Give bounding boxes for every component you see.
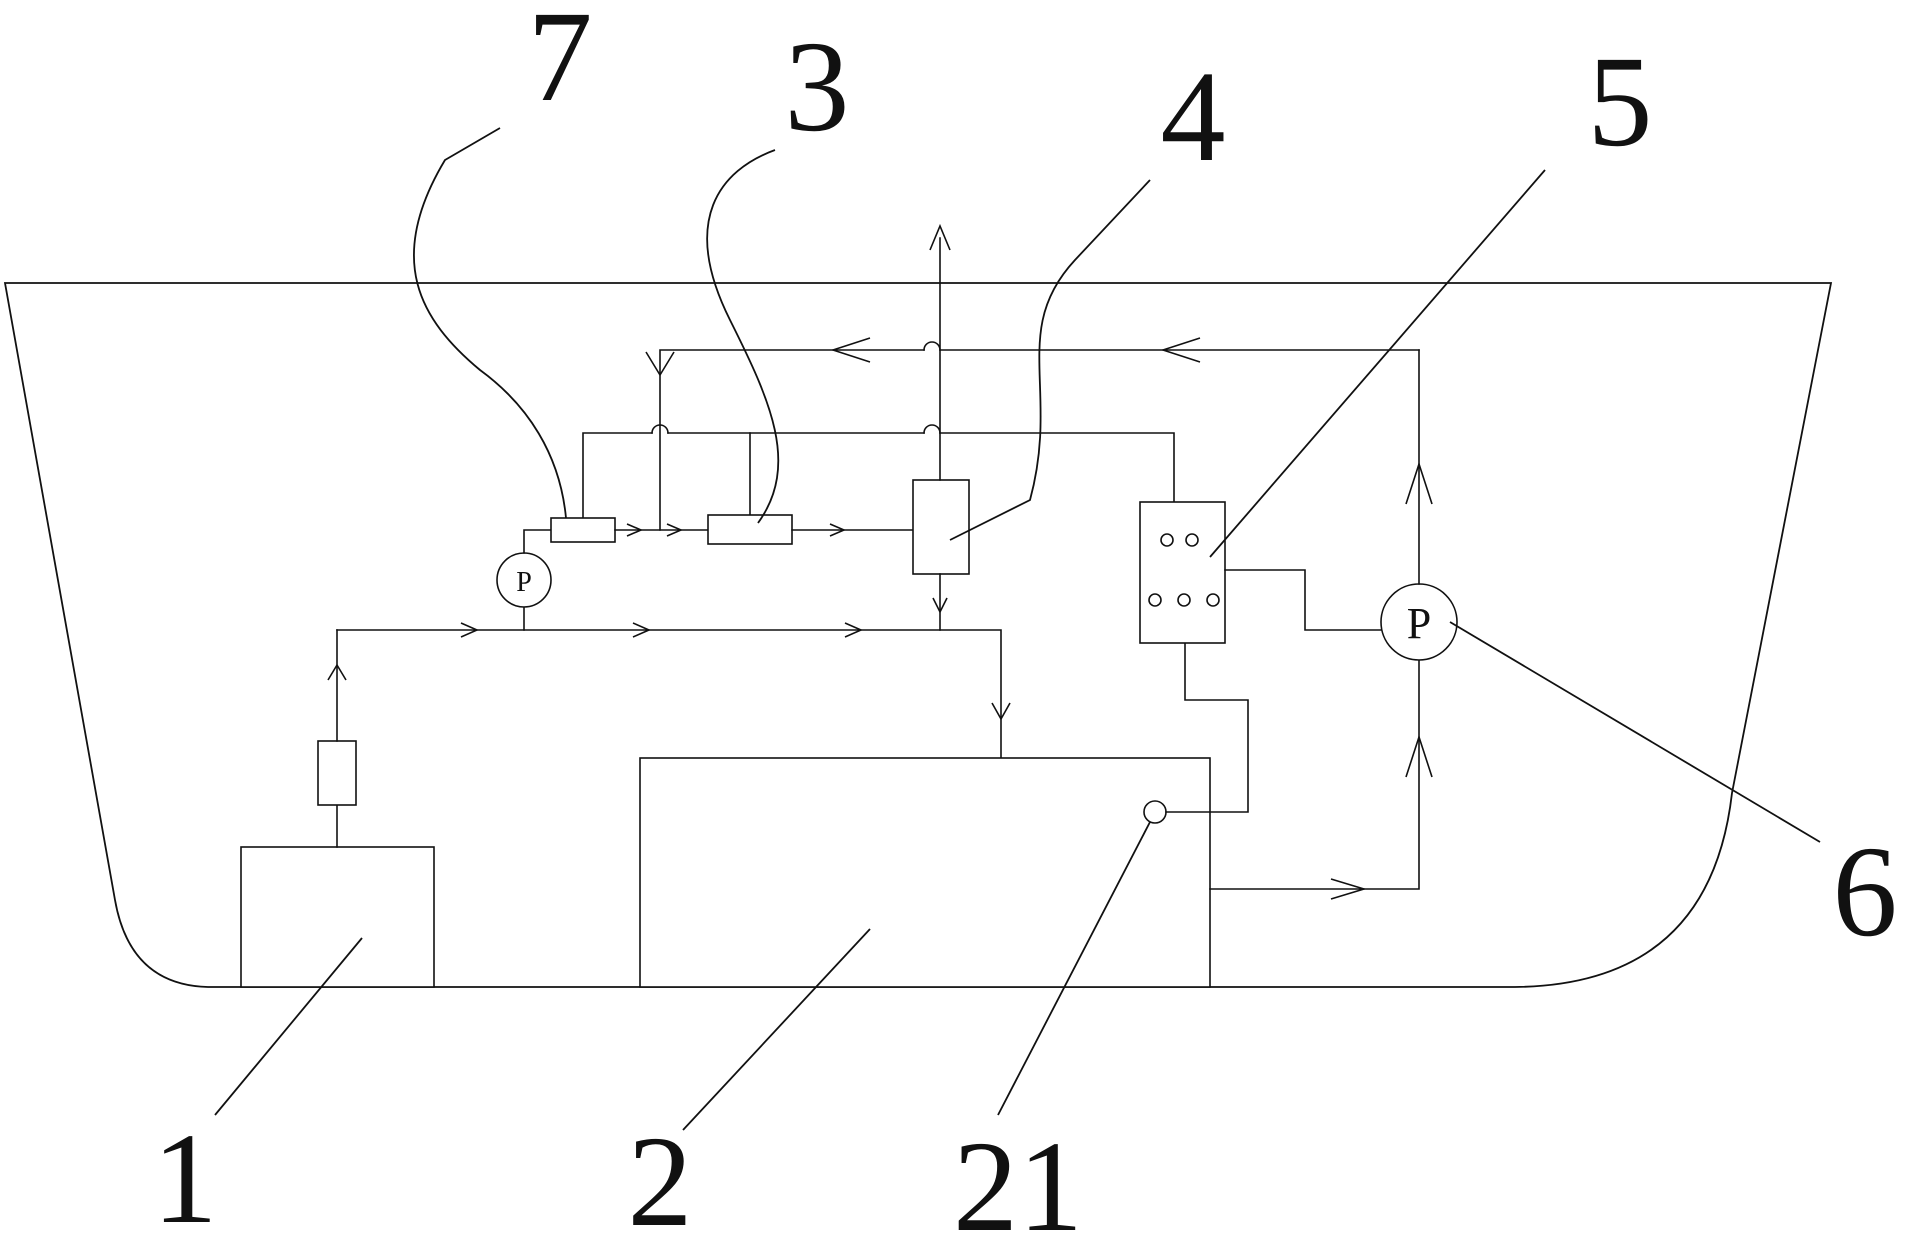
callout-5: 5 (1588, 30, 1653, 174)
arrow-3-to-4 (829, 523, 847, 537)
hull-outline (3, 282, 1833, 988)
callout-21: 21 (953, 1115, 1083, 1243)
arrow-up-pump6 (1405, 461, 1433, 505)
component-4-box (912, 479, 970, 575)
leader-7 (412, 127, 567, 519)
controller-5-box (1139, 501, 1226, 644)
controller-led-2 (1185, 533, 1199, 547)
controller-led-1 (1160, 533, 1174, 547)
controller-to-pump6 (1224, 569, 1382, 631)
arrow-return-down (645, 351, 675, 377)
pump-6-label: P (1407, 599, 1431, 648)
leader-3 (706, 149, 780, 524)
sensor-21 (1143, 800, 1167, 824)
component-3-box (707, 514, 793, 545)
leader-5 (1209, 169, 1546, 558)
return-line-hop (923, 341, 941, 351)
callout-1: 1 (153, 1107, 218, 1243)
arrow-up-unit1 (327, 663, 347, 681)
arrow-7-a (626, 523, 644, 537)
controller-led-4 (1177, 593, 1191, 607)
arrow-down-component4 (932, 597, 948, 614)
manifold-hop-1 (651, 424, 669, 434)
callout-6: 6 (1833, 820, 1898, 964)
arrow-feed-1 (460, 622, 479, 638)
manifold-line-left (582, 432, 653, 519)
controller-led-3 (1148, 593, 1162, 607)
arrow-up-exhaust (929, 223, 951, 251)
manifold-line-right (939, 432, 1175, 503)
leader-1 (214, 937, 363, 1116)
arrow-outlet-right (1330, 878, 1367, 900)
arrow-down-tank (991, 702, 1011, 721)
controller-led-5 (1206, 593, 1220, 607)
sensor-21-line (1165, 642, 1249, 813)
small-pump-outlet (523, 529, 552, 554)
arrow-7-b (666, 523, 684, 537)
small-pump-label: P (516, 567, 532, 598)
main-feed-line (336, 629, 1002, 759)
tank-2-box (639, 757, 1211, 988)
arrow-feed-2 (632, 622, 651, 638)
callout-3: 3 (785, 15, 850, 159)
tank-outlet-line (1209, 659, 1420, 890)
manifold-hop-2 (923, 424, 941, 434)
callout-2: 2 (628, 1110, 693, 1243)
arrow-feed-3 (844, 622, 863, 638)
callout-4: 4 (1161, 45, 1226, 189)
leader-6 (1449, 621, 1821, 843)
return-line-left (659, 349, 925, 531)
leader-4 (949, 179, 1151, 541)
leader-21 (997, 821, 1151, 1116)
arrow-return-1 (1160, 337, 1201, 363)
unit-1-filter (317, 740, 357, 806)
callout-7: 7 (528, 0, 593, 129)
arrow-return-2 (830, 337, 871, 363)
arrow-up-to-pump (1405, 734, 1433, 778)
unit-1-box (240, 846, 435, 988)
leader-2 (682, 928, 871, 1131)
component-7-box (550, 517, 616, 543)
